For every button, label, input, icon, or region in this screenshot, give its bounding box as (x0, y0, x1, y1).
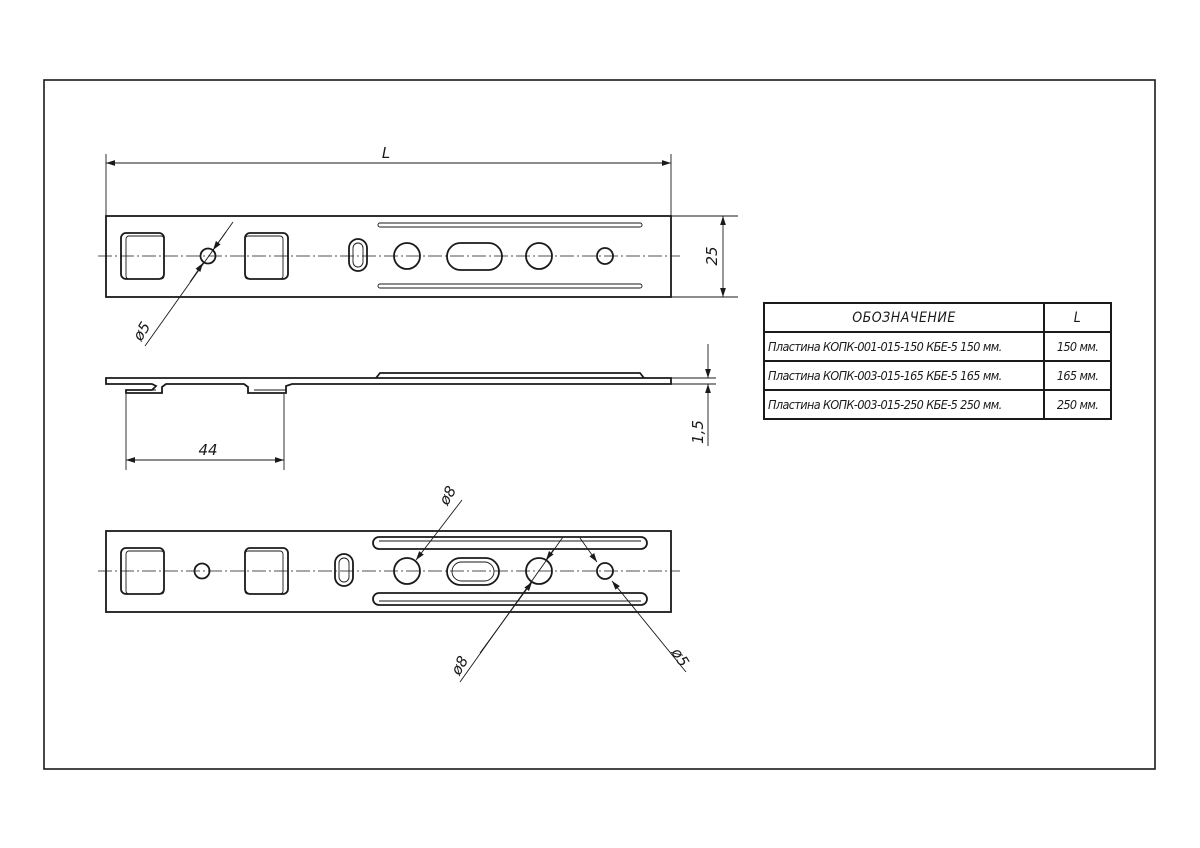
dimension-bend-spacing-label: 44 (198, 441, 217, 459)
hole-large-1-bottom (393, 557, 421, 585)
hole-small-left-top (199, 247, 217, 265)
leader-hole-large-lower-label: ø8 (447, 653, 472, 679)
plate-profile-side (105, 377, 672, 394)
square-cutout-left-bottom (120, 547, 165, 595)
rib-upper-bottom (372, 536, 648, 550)
leader-hole-small-bottom-label: ø5 (667, 644, 693, 670)
hole-small-right-bottom (596, 562, 614, 580)
top-view: L 25 ø5 (98, 144, 738, 347)
horizontal-slot-inner-bottom (451, 561, 495, 582)
row-length: 150 мм. (1043, 331, 1112, 362)
horizontal-slot-top (446, 242, 503, 271)
dimension-width: 25 (671, 215, 738, 298)
vertical-slot-top (348, 238, 368, 272)
leader-hole-small-top-label: ø5 (129, 319, 155, 345)
square-cutout-right (244, 232, 289, 280)
row-length: 165 мм. (1043, 360, 1112, 391)
leader-hole-small-top: ø5 (129, 221, 234, 347)
table-row: Пластина КОПК-003-015-165 КБЕ-5 165 мм. … (763, 360, 1112, 391)
leader-hole-large-upper-label: ø8 (435, 483, 460, 509)
bottom-view: ø8 ø8 ø5 (98, 483, 693, 683)
plate-outline-bottom (105, 530, 672, 613)
hole-large-2-top (525, 242, 553, 270)
row-length: 250 мм. (1043, 389, 1112, 420)
table-row: Пластина КОПК-001-015-150 КБЕ-5 150 мм. … (763, 331, 1112, 362)
rib-lower-top (377, 283, 643, 289)
hole-large-2-bottom (525, 557, 553, 585)
header-designation: ОБОЗНАЧЕНИЕ (763, 302, 1045, 333)
header-length: L (1043, 302, 1112, 333)
dimension-bend-spacing: 44 (125, 394, 285, 470)
row-designation: Пластина КОПК-003-015-250 КБЕ-5 250 мм. (763, 389, 1045, 420)
rib-profile-side (375, 372, 645, 379)
row-designation: Пластина КОПК-003-015-165 КБЕ-5 165 мм. (763, 360, 1045, 391)
hole-large-1-top (393, 242, 421, 270)
plate-outline-top (105, 215, 672, 298)
hole-small-right-top (596, 247, 614, 265)
square-cutout-left (120, 232, 165, 280)
hole-small-left-bottom (193, 562, 211, 580)
rib-upper-top (377, 222, 643, 228)
dimension-thickness-label: 1,5 (689, 420, 707, 444)
side-view: 44 1,5 (105, 344, 716, 470)
drawing-frame (43, 79, 1156, 770)
vertical-slot-bottom (334, 553, 354, 587)
table-row: Пластина КОПК-003-015-250 КБЕ-5 250 мм. … (763, 389, 1112, 420)
rib-lower-bottom (372, 592, 648, 606)
specification-table: ОБОЗНАЧЕНИЕ L Пластина КОПК-001-015-150 … (763, 302, 1112, 420)
dimension-width-label: 25 (703, 246, 721, 265)
horizontal-slot-bottom (446, 557, 500, 586)
table-header-row: ОБОЗНАЧЕНИЕ L (763, 302, 1112, 333)
square-cutout-right-bottom (244, 547, 289, 595)
row-designation: Пластина КОПК-001-015-150 КБЕ-5 150 мм. (763, 331, 1045, 362)
dimension-length: L (105, 144, 672, 216)
dimension-thickness: 1,5 (671, 344, 716, 446)
dimension-length-label: L (382, 144, 390, 162)
